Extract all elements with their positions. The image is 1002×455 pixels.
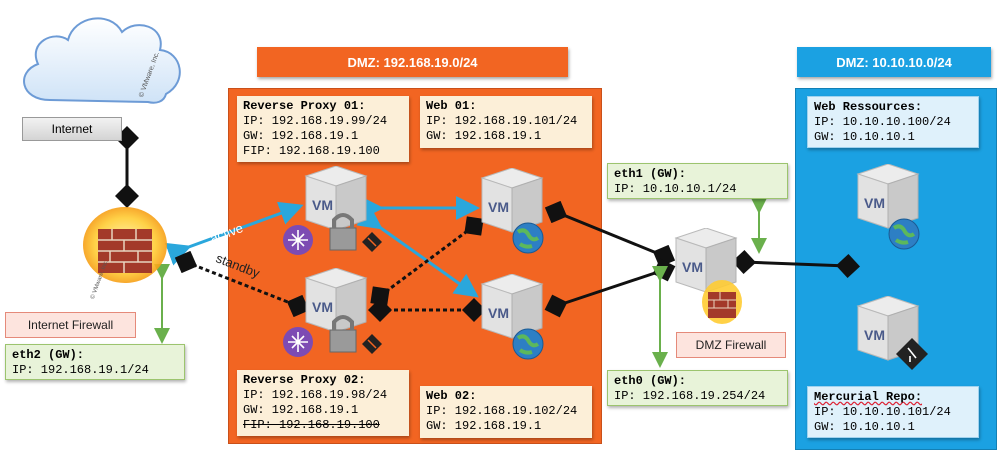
- reverse-proxy-01-box: Reverse Proxy 01: IP: 192.168.19.99/24 G…: [237, 96, 409, 162]
- eth0-box: eth0 (GW): IP: 192.168.19.254/24: [607, 370, 788, 406]
- svg-text:VM: VM: [864, 195, 885, 211]
- active-label: active: [208, 220, 245, 246]
- svg-text:VM: VM: [864, 327, 885, 343]
- web-resources-box: Web Ressources: IP: 10.10.10.100/24 GW: …: [807, 96, 979, 148]
- cloud-icon: [23, 17, 181, 104]
- reverse-proxy-02-vm-icon: VM: [283, 268, 382, 357]
- web-resources-vm-icon: VM: [856, 164, 920, 250]
- web01-dmzfw-link: [544, 200, 676, 268]
- dmz-firewall-vm-icon: VM: [674, 228, 742, 324]
- rp02-web01-link: [370, 216, 484, 306]
- web-01-box: Web 01: IP: 192.168.19.101/24 GW: 192.16…: [420, 96, 592, 148]
- reverse-proxy-01-vm-icon: VM: [283, 166, 382, 255]
- svg-text:VM: VM: [488, 199, 509, 215]
- eth2-box: eth2 (GW): IP: 192.168.19.1/24: [5, 344, 185, 380]
- mercurial-repo-box: Mercurial Repo: IP: 10.10.10.101/24 GW: …: [807, 386, 979, 438]
- web-02-box: Web 02: IP: 192.168.19.102/24 GW: 192.16…: [420, 386, 592, 438]
- web02-dmzfw-link: [544, 258, 676, 318]
- dmz-b-header: DMZ: 10.10.10.0/24: [797, 47, 991, 77]
- dmz-firewall-label: DMZ Firewall: [676, 332, 786, 358]
- internet-label: Internet: [22, 117, 122, 141]
- standby-link: [174, 250, 310, 318]
- internet-firewall-label: Internet Firewall: [5, 312, 136, 338]
- mercurial-repo-vm-icon: VM: [856, 296, 928, 370]
- reverse-proxy-02-box: Reverse Proxy 02: IP: 192.168.19.98/24 G…: [237, 370, 409, 436]
- firewall-icon: [83, 207, 167, 283]
- svg-text:VM: VM: [312, 197, 333, 213]
- active-link: [164, 201, 304, 266]
- dmzfw-dmzb-link: [732, 250, 860, 278]
- svg-text:VM: VM: [682, 259, 703, 275]
- web-01-vm-icon: VM: [480, 168, 544, 254]
- web-02-vm-icon: VM: [480, 274, 544, 360]
- svg-text:VM: VM: [488, 305, 509, 321]
- svg-text:VM: VM: [312, 299, 333, 315]
- eth1-box: eth1 (GW): IP: 10.10.10.1/24: [607, 163, 788, 199]
- dmz-a-header: DMZ: 192.168.19.0/24: [257, 47, 568, 77]
